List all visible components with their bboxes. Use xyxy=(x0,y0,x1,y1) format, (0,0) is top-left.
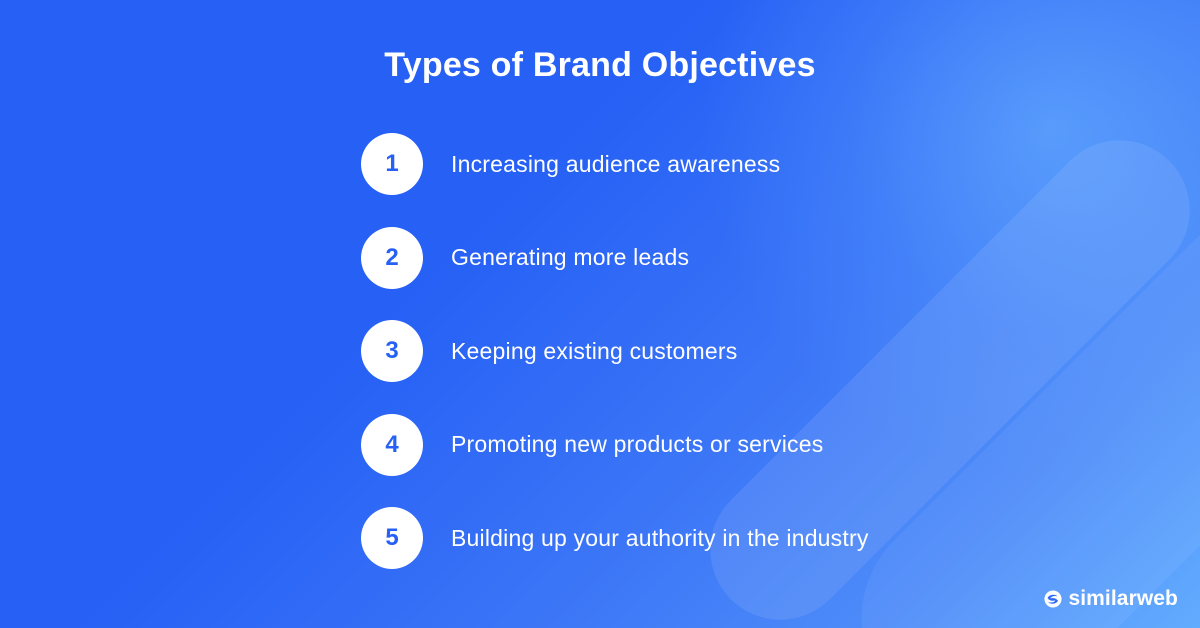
list-item: 4 Promoting new products or services xyxy=(361,413,869,476)
brand-logo: similarweb xyxy=(1044,587,1178,611)
number-badge: 2 xyxy=(361,226,423,289)
number-badge: 4 xyxy=(361,413,423,476)
page-title: Types of Brand Objectives xyxy=(384,46,816,84)
list-item-label: Building up your authority in the indust… xyxy=(451,524,869,551)
number-badge: 1 xyxy=(361,133,423,195)
list-item: 2 Generating more leads xyxy=(361,226,869,289)
list-item-label: Generating more leads xyxy=(451,244,690,270)
list-item: 5 Building up your authority in the indu… xyxy=(361,507,869,569)
list-item-label: Keeping existing customers xyxy=(451,337,738,364)
list-item-label: Promoting new products or services xyxy=(451,431,824,457)
objectives-list: 1 Increasing audience awareness 2 Genera… xyxy=(361,133,869,601)
number-badge: 3 xyxy=(361,320,423,382)
number-badge: 5 xyxy=(361,507,423,569)
list-item: 3 Keeping existing customers xyxy=(361,320,869,382)
similarweb-logo-icon xyxy=(1044,590,1062,608)
list-item: 1 Increasing audience awareness xyxy=(361,133,869,195)
brand-name: similarweb xyxy=(1068,587,1178,610)
list-item-label: Increasing audience awareness xyxy=(451,150,781,177)
